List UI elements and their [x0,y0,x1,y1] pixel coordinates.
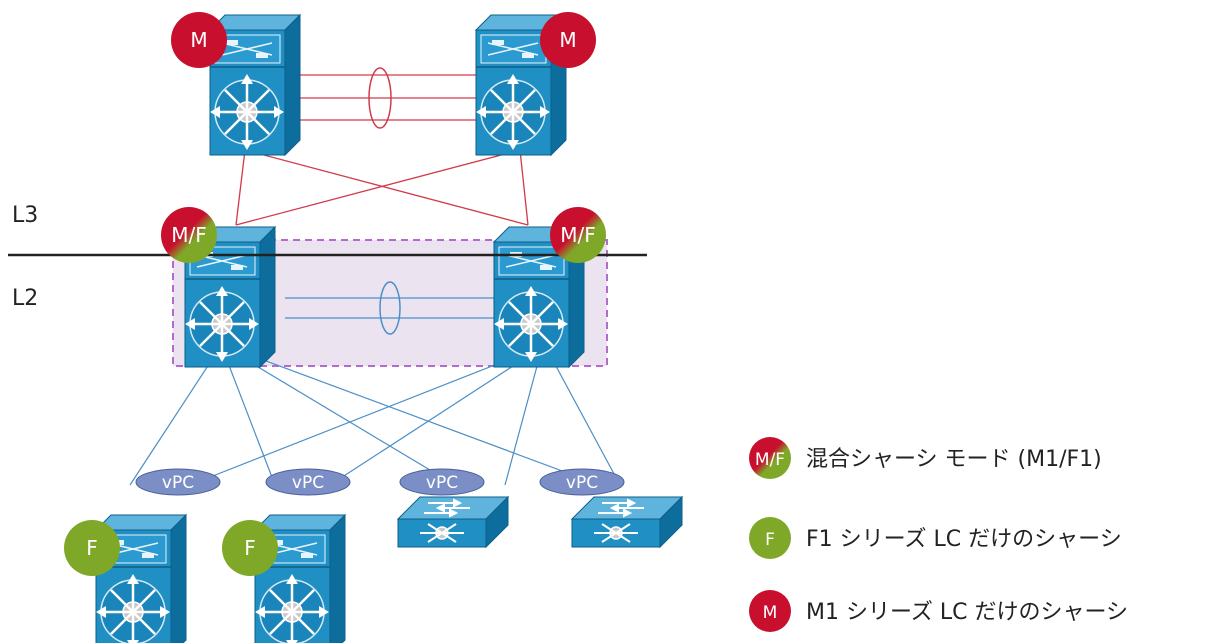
legend: M/F 混合シャーシ モード (M1/F1) F F1 シリーズ LC だけのシ… [749,437,1128,632]
svg-text:M/F: M/F [171,223,207,247]
mf-badge: M/F [550,207,606,263]
vpc-label: vPC [162,473,194,493]
svg-text:M: M [763,603,778,623]
layer-label-l2: L2 [12,286,38,311]
access-links [129,354,621,486]
port-channel-ring-core [368,67,392,129]
vpc-oval: vPC [539,468,625,496]
legend-item-mixed: M/F 混合シャーシ モード (M1/F1) [749,437,1102,479]
vpc-label: vPC [426,473,458,493]
vpc-peer-link [285,297,495,319]
legend-text-m1: M1 シリーズ LC だけのシャーシ [806,600,1128,625]
legend-item-f1: F F1 シリーズ LC だけのシャーシ [749,517,1122,559]
legend-text-mixed: 混合シャーシ モード (M1/F1) [806,447,1102,472]
svg-text:F: F [244,536,256,560]
f-badge: F [222,520,278,576]
svg-text:M/F: M/F [560,223,596,247]
legend-text-f1: F1 シリーズ LC だけのシャーシ [806,527,1122,552]
svg-text:M: M [190,28,207,52]
m-badge: M [540,12,596,68]
svg-text:M/F: M/F [755,450,785,470]
vpc-label: vPC [292,473,324,493]
vpc-oval: vPC [399,468,485,496]
m-badge: M [171,12,227,68]
mf-badge: M/F [161,207,217,263]
vpc-label: vPC [566,473,598,493]
svg-text:M: M [559,28,576,52]
access-switch-2 [571,496,683,548]
vpc-oval: vPC [265,468,351,496]
core-links [235,74,529,226]
svg-text:F: F [765,530,775,550]
legend-item-m1: M M1 シリーズ LC だけのシャーシ [749,590,1128,632]
svg-text:F: F [86,536,98,560]
f-badge: F [64,520,120,576]
port-channel-ring-peer [379,281,401,335]
vpc-oval: vPC [135,468,221,496]
layer-label-l3: L3 [12,203,38,228]
access-switch-1 [397,496,509,548]
